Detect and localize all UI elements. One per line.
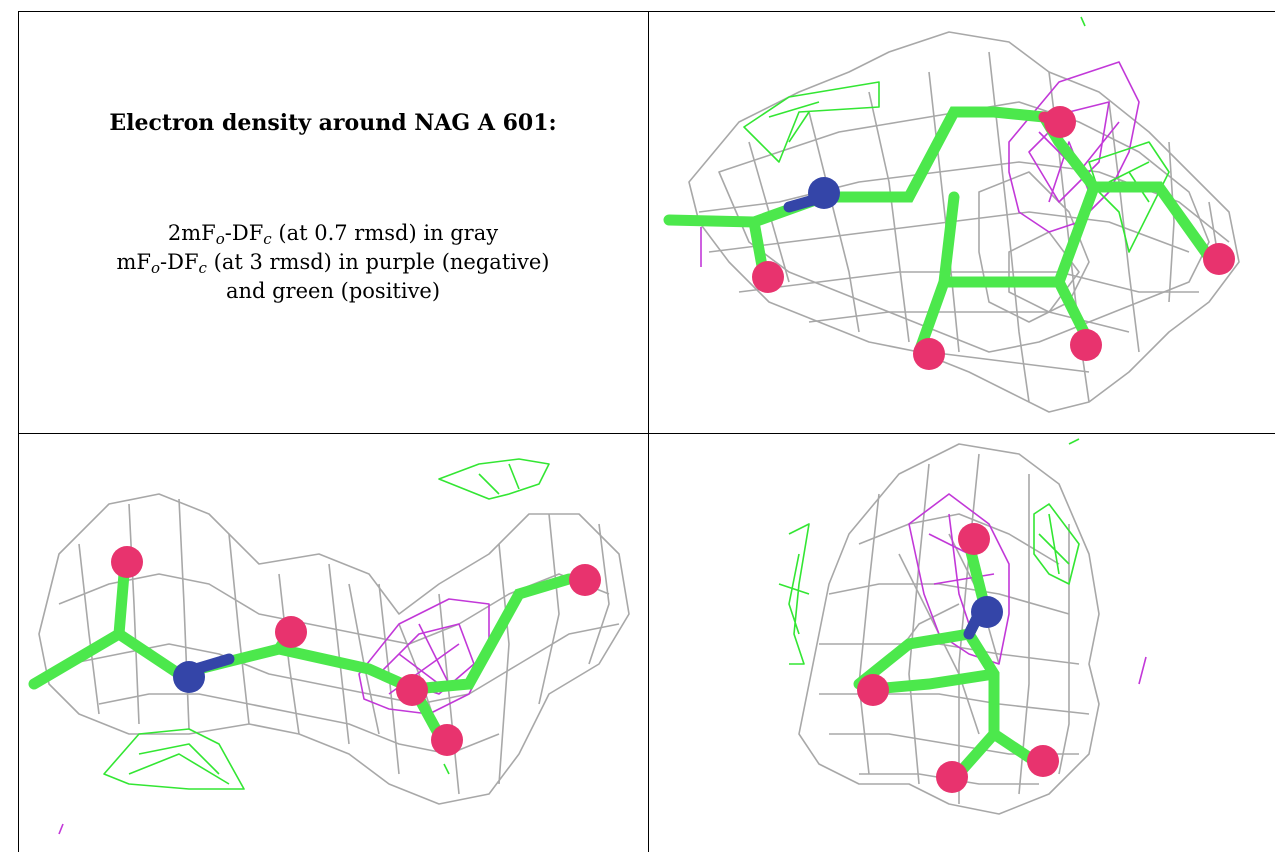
legend-line-2fofc: 2mFo-DFc (at 0.7 rmsd) in gray: [167, 221, 499, 248]
oxygen-atom: [396, 674, 428, 706]
oxygen-atom: [1044, 106, 1076, 138]
oxygen-atom: [275, 616, 307, 648]
table-border-left: [18, 11, 19, 852]
oxygen-atom: [958, 523, 990, 555]
table-border-top: [18, 11, 1275, 12]
oxygen-atom: [111, 546, 143, 578]
atoms: [857, 523, 1059, 793]
oxygen-atom: [1027, 745, 1059, 777]
oxygen-atom: [936, 761, 968, 793]
legend-line-positive: and green (positive): [225, 279, 441, 303]
mesh-positive: [778, 438, 1080, 665]
table-divider-vertical: [648, 11, 649, 852]
atoms: [752, 106, 1235, 370]
oxygen-atom: [1203, 243, 1235, 275]
table-divider-horizontal: [18, 433, 1275, 434]
oxygen-atom: [752, 261, 784, 293]
caption-title: Electron density around NAG A 601:: [109, 110, 557, 136]
view-top-right: [649, 12, 1275, 433]
caption-panel: Electron density around NAG A 601: 2mFo-…: [18, 12, 648, 424]
mesh-positive: [103, 458, 550, 790]
mesh-negative: [908, 493, 1147, 685]
oxygen-atom: [857, 674, 889, 706]
view-bottom-left: [19, 434, 648, 852]
mesh-2fofc: [688, 31, 1240, 413]
nitrogen-atom: [971, 596, 1003, 628]
molecule-bonds: [28, 568, 575, 750]
oxygen-atom: [913, 338, 945, 370]
oxygen-atom: [1070, 329, 1102, 361]
mesh-2fofc: [38, 493, 630, 805]
view-bottom-right: [649, 434, 1275, 852]
molecule-view-icon: [778, 438, 1147, 815]
legend-line-fofc: mFo-DFc (at 3 rmsd) in purple (negative): [116, 250, 550, 277]
nitrogen-atom: [808, 177, 840, 209]
caption-legend: 2mFo-DFc (at 0.7 rmsd) in gray mFo-DFc (…: [18, 219, 648, 306]
atoms: [111, 546, 601, 756]
molecule-view-icon: [663, 16, 1240, 413]
oxygen-atom: [569, 564, 601, 596]
nitrogen-atom: [173, 661, 205, 693]
molecule-view-icon: [28, 458, 630, 835]
mesh-positive: [743, 16, 1170, 253]
oxygen-atom: [431, 724, 463, 756]
